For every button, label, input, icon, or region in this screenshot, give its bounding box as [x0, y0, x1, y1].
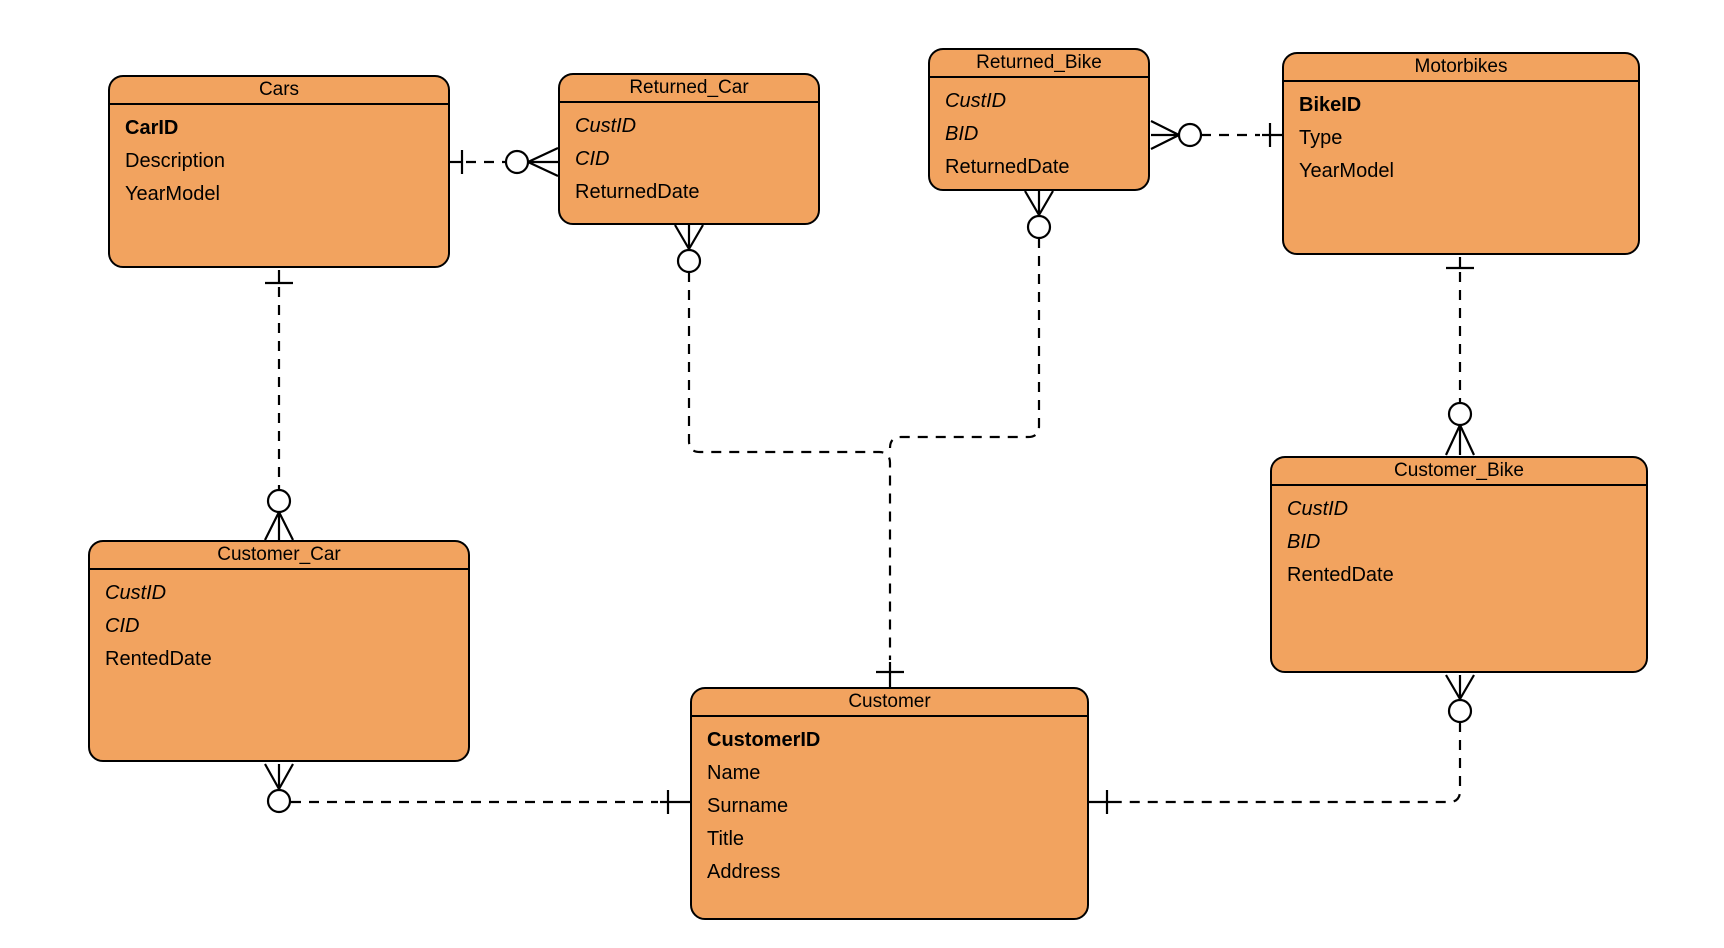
- attr-motorbikes-bikeid: BikeID: [1299, 94, 1362, 116]
- attr-customer-bike-renteddate: RentedDate: [1287, 564, 1394, 586]
- entity-cars[interactable]: Cars CarID Description YearModel: [108, 75, 450, 268]
- relationship-returned-car-customer[interactable]: [674, 224, 904, 687]
- entity-customer-bike-title: Customer_Bike: [1272, 458, 1646, 486]
- attr-customer-name: Name: [707, 762, 761, 784]
- attr-returned-bike-returneddate: ReturnedDate: [945, 156, 1070, 178]
- crows-foot: [674, 224, 704, 250]
- zero-circle: [1447, 698, 1473, 724]
- entity-motorbikes[interactable]: Motorbikes BikeID Type YearModel: [1282, 52, 1640, 255]
- entity-customer-car-title: Customer_Car: [90, 542, 468, 570]
- crows-foot: [264, 511, 294, 541]
- entity-customer-bike[interactable]: Customer_Bike CustID BID RentedDate: [1270, 456, 1648, 673]
- zero-circle: [1447, 401, 1473, 427]
- relationship-customer-car-customer[interactable]: [264, 763, 690, 814]
- zero-circle: [1177, 122, 1203, 148]
- zero-circle: [266, 788, 292, 814]
- attr-customer-customerid: CustomerID: [707, 729, 821, 751]
- crows-foot: [1150, 120, 1180, 150]
- relationship-cars-customer-car[interactable]: [264, 270, 294, 541]
- relationship-returned-bike-customer[interactable]: [888, 190, 1054, 449]
- entity-returned-car[interactable]: Returned_Car CustID CID ReturnedDate: [558, 73, 820, 225]
- entity-customer-car-attributes: CustID CID RentedDate: [90, 570, 468, 676]
- entity-motorbikes-attributes: BikeID Type YearModel: [1284, 82, 1638, 188]
- attr-returned-car-custid: CustID: [575, 115, 637, 137]
- entity-returned-bike[interactable]: Returned_Bike CustID BID ReturnedDate: [928, 48, 1150, 191]
- attr-customer-address: Address: [707, 861, 781, 883]
- attr-customer-surname: Surname: [707, 795, 789, 817]
- entity-returned-bike-title: Returned_Bike: [930, 50, 1148, 78]
- entity-returned-car-title: Returned_Car: [560, 75, 818, 103]
- entity-customer-car[interactable]: Customer_Car CustID CID RentedDate: [88, 540, 470, 762]
- zero-circle: [676, 248, 702, 274]
- crows-foot: [264, 763, 294, 790]
- attr-returned-bike-custid: CustID: [945, 90, 1007, 112]
- attr-customer-car-cid: CID: [105, 615, 140, 637]
- edge-line: [888, 238, 1041, 449]
- attr-motorbikes-yearmodel: YearModel: [1299, 160, 1394, 182]
- attr-customer-car-custid: CustID: [105, 582, 167, 604]
- entity-returned-bike-attributes: CustID BID ReturnedDate: [930, 78, 1148, 184]
- zero-circle: [504, 149, 530, 175]
- attr-customer-bike-custid: CustID: [1287, 498, 1349, 520]
- zero-circle: [1026, 214, 1052, 240]
- entity-customer-attributes: CustomerID Name Surname Title Address: [692, 717, 1087, 889]
- attr-motorbikes-type: Type: [1299, 127, 1343, 149]
- edge-line: [687, 272, 892, 660]
- crows-foot: [527, 147, 559, 177]
- crows-foot: [1445, 424, 1475, 456]
- attr-customer-bike-bid: BID: [1287, 531, 1321, 553]
- relationship-motorbikes-customer-bike[interactable]: [1445, 257, 1475, 456]
- attr-returned-car-cid: CID: [575, 148, 610, 170]
- attr-customer-title: Title: [707, 828, 745, 850]
- entity-customer-bike-attributes: CustID BID RentedDate: [1272, 486, 1646, 592]
- entity-cars-attributes: CarID Description YearModel: [110, 105, 448, 211]
- attr-customer-car-renteddate: RentedDate: [105, 648, 212, 670]
- crows-foot: [1445, 674, 1475, 700]
- attr-cars-yearmodel: YearModel: [125, 183, 220, 205]
- crows-foot: [1024, 190, 1054, 216]
- zero-circle: [266, 488, 292, 514]
- edge-line: [1116, 722, 1462, 804]
- attr-cars-carid: CarID: [125, 117, 179, 139]
- relationship-cars-returned-car[interactable]: [450, 147, 559, 177]
- relationship-returned-bike-motorbikes[interactable]: [1150, 120, 1282, 150]
- entity-cars-title: Cars: [110, 77, 448, 105]
- entity-customer-title: Customer: [692, 689, 1087, 717]
- attr-cars-description: Description: [125, 150, 226, 172]
- attr-returned-car-returneddate: ReturnedDate: [575, 181, 700, 203]
- entity-returned-car-attributes: CustID CID ReturnedDate: [560, 103, 818, 209]
- entity-motorbikes-title: Motorbikes: [1284, 54, 1638, 82]
- relationship-customer-bike-customer[interactable]: [1089, 674, 1475, 814]
- entity-customer[interactable]: Customer CustomerID Name Surname Title A…: [690, 687, 1089, 920]
- attr-returned-bike-bid: BID: [945, 123, 979, 145]
